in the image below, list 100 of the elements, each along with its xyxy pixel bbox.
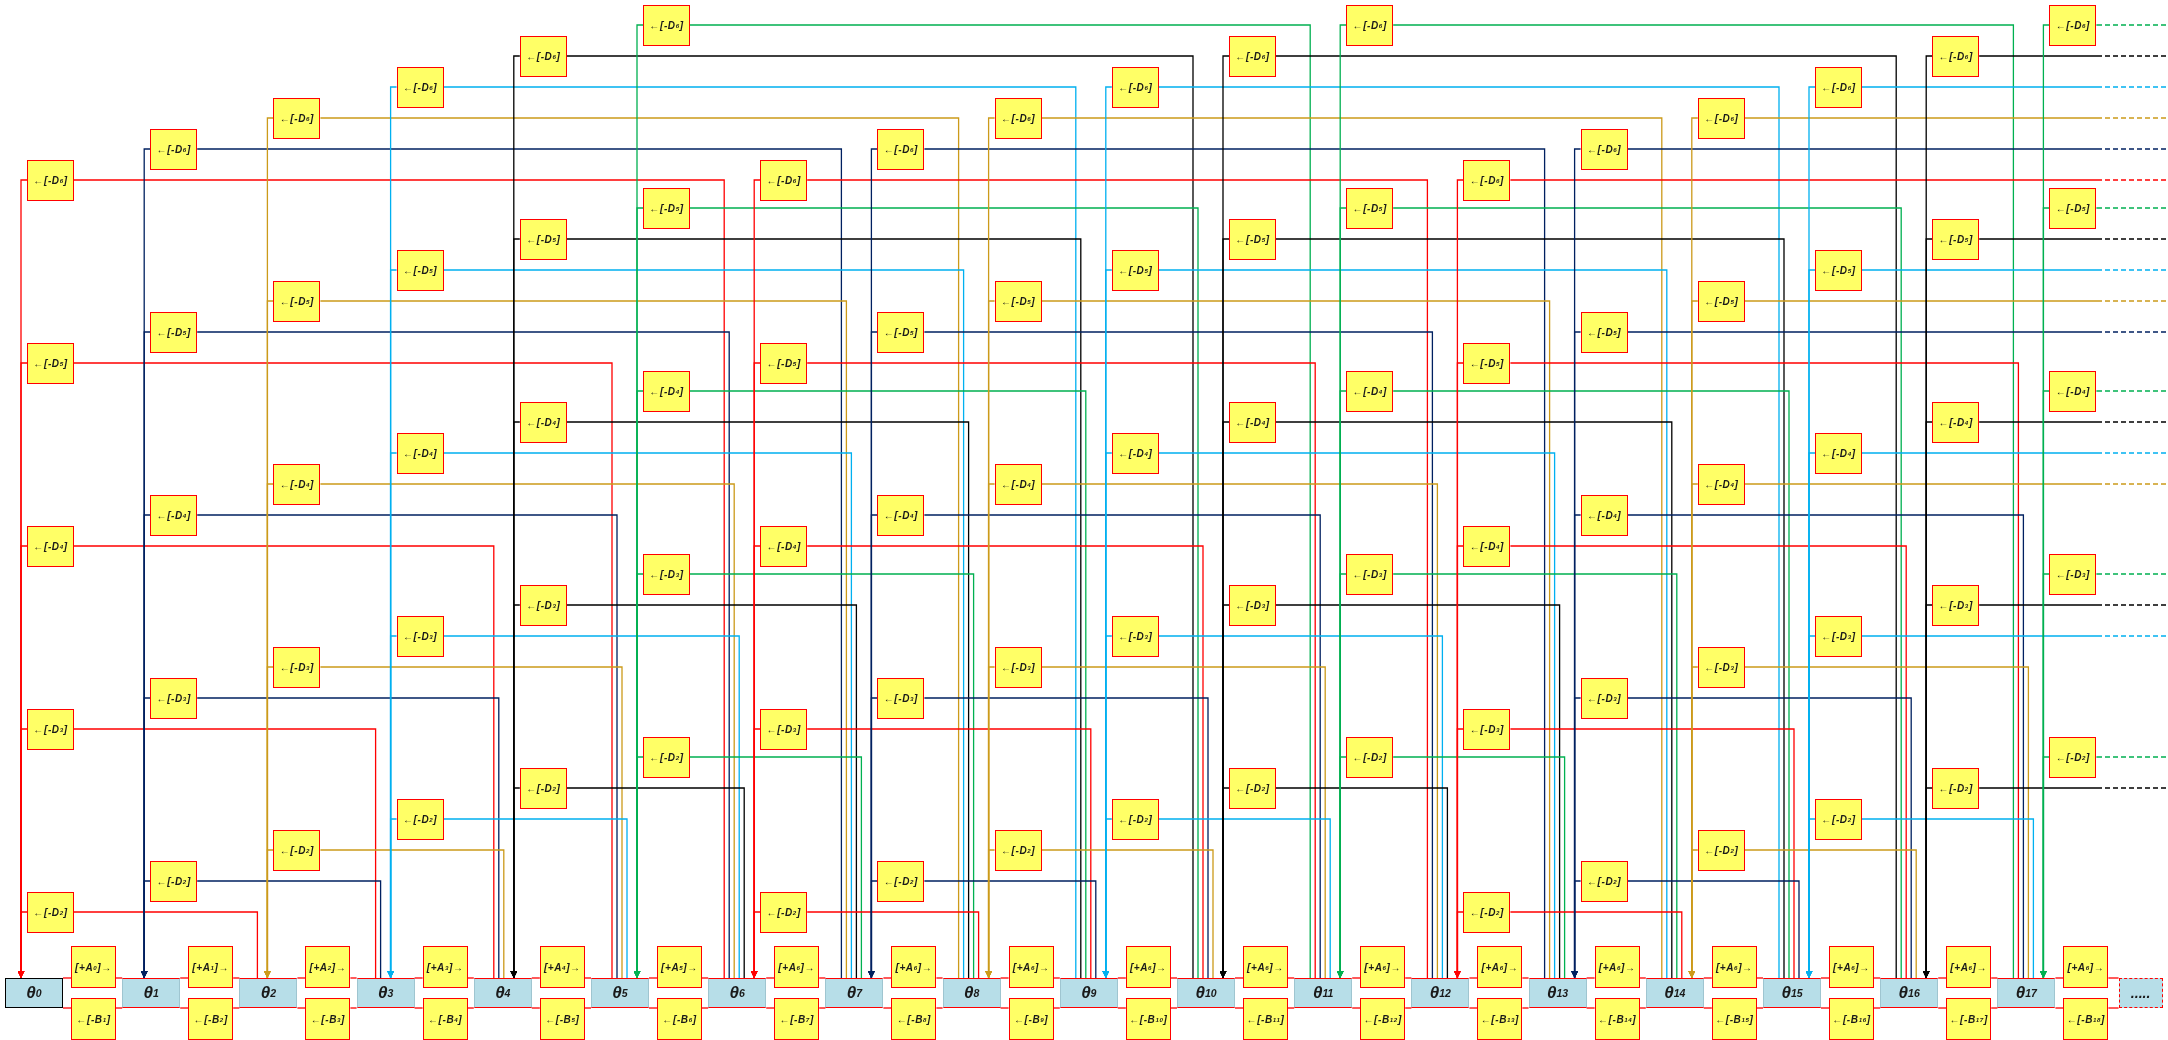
connector-line	[1040, 117, 1663, 979]
connector-line	[1158, 86, 1780, 979]
connector-line	[1287, 977, 1295, 979]
connector-arrow	[750, 911, 761, 979]
connector-line	[319, 666, 623, 979]
connector-line	[923, 880, 1097, 979]
connector-line	[1509, 179, 2167, 181]
connector-arrow	[510, 787, 521, 979]
connector-line	[1820, 977, 1830, 979]
connector-line	[179, 1007, 189, 1009]
connector-line	[2054, 1007, 2065, 1009]
connector-line	[1861, 635, 2167, 637]
connector-line	[1744, 849, 1917, 979]
connector-line	[2054, 977, 2065, 979]
connector-line	[806, 728, 1092, 979]
connector-line	[1585, 977, 1596, 979]
connector-line	[319, 483, 735, 979]
connector-line	[232, 1007, 241, 1009]
connector-line	[531, 977, 541, 979]
connector-line	[806, 362, 1316, 979]
connector-line	[442, 86, 1077, 979]
connector-line	[1392, 573, 1678, 979]
connector-arrow	[2039, 756, 2051, 979]
connector-line	[319, 117, 960, 979]
connector-arrow	[17, 911, 28, 979]
connector-line	[196, 880, 382, 979]
connector-line	[1117, 1007, 1127, 1009]
connector-line	[1861, 452, 2167, 454]
connector-line	[1978, 787, 2167, 789]
connector-line	[1861, 86, 2167, 88]
connector-line	[1351, 977, 1361, 979]
connector-line	[1040, 483, 1439, 979]
connector-line	[566, 55, 1194, 979]
connector-line	[1626, 514, 2025, 979]
connector-line	[232, 977, 241, 979]
connector-line	[73, 911, 259, 979]
connector-arrow	[1805, 818, 1816, 979]
connector-arrow	[1219, 787, 1230, 979]
connector-line	[566, 238, 1082, 979]
connector-line	[2095, 24, 2167, 26]
connector-line	[349, 977, 358, 979]
connector-line	[296, 977, 307, 979]
connector-line	[1040, 666, 1326, 979]
connector-arrow	[985, 849, 996, 979]
connector-line	[1509, 362, 2020, 979]
connector-line	[1158, 452, 1556, 979]
connector-line	[1052, 977, 1061, 979]
connector-line	[1990, 1007, 1999, 1009]
connector-line	[1234, 977, 1244, 979]
connector-line	[806, 179, 1429, 979]
connector-line	[466, 1007, 475, 1009]
connector-line	[1978, 421, 2167, 423]
connector-line	[935, 977, 944, 979]
connector-line	[466, 977, 475, 979]
connector-line	[1937, 1007, 1947, 1009]
connector-line	[319, 849, 505, 979]
connector-line	[1052, 1007, 1061, 1009]
connector-line	[196, 148, 843, 979]
connector-line	[999, 1007, 1010, 1009]
connector-line	[1978, 604, 2167, 606]
connector-line	[1861, 269, 2167, 271]
connector-arrow	[387, 818, 398, 979]
connector-arrow	[1336, 756, 1347, 979]
connector-arrow	[263, 849, 275, 979]
connector-line	[648, 977, 658, 979]
connector-line	[2095, 207, 2167, 209]
connector-line	[701, 977, 709, 979]
connector-line	[1275, 55, 1897, 979]
connector-line	[1287, 1007, 1295, 1009]
connector-arrow	[1922, 787, 1933, 979]
connector-line	[1392, 24, 2015, 979]
connector-line	[442, 818, 628, 979]
connector-line	[1873, 1007, 1881, 1009]
connector-line	[1638, 977, 1647, 979]
connector-line	[806, 911, 980, 979]
connector-line	[806, 545, 1204, 979]
connector-line	[1756, 1007, 1764, 1009]
connector-line	[818, 977, 827, 979]
connector-line	[1351, 1007, 1361, 1009]
connector-line	[1744, 483, 2167, 485]
connector-line	[1468, 1007, 1479, 1009]
connector-line	[196, 514, 618, 979]
connector-line	[1873, 977, 1881, 979]
connector-line	[1468, 977, 1479, 979]
connector-line	[923, 697, 1209, 979]
connector-line	[584, 1007, 592, 1009]
connector-arrow	[1571, 880, 1582, 979]
connector-line	[319, 300, 848, 979]
connector-line	[73, 545, 495, 979]
connector-line	[689, 756, 863, 979]
connector-line	[1521, 977, 1530, 979]
connector-line	[196, 331, 730, 979]
connector-line	[1744, 117, 2167, 119]
connector-line	[765, 1007, 775, 1009]
connector-line	[999, 977, 1010, 979]
connector-line	[818, 1007, 827, 1009]
connector-line	[1275, 604, 1561, 979]
connector-line	[1626, 880, 1800, 979]
connector-line	[1978, 238, 2167, 240]
connector-line	[1040, 849, 1214, 979]
